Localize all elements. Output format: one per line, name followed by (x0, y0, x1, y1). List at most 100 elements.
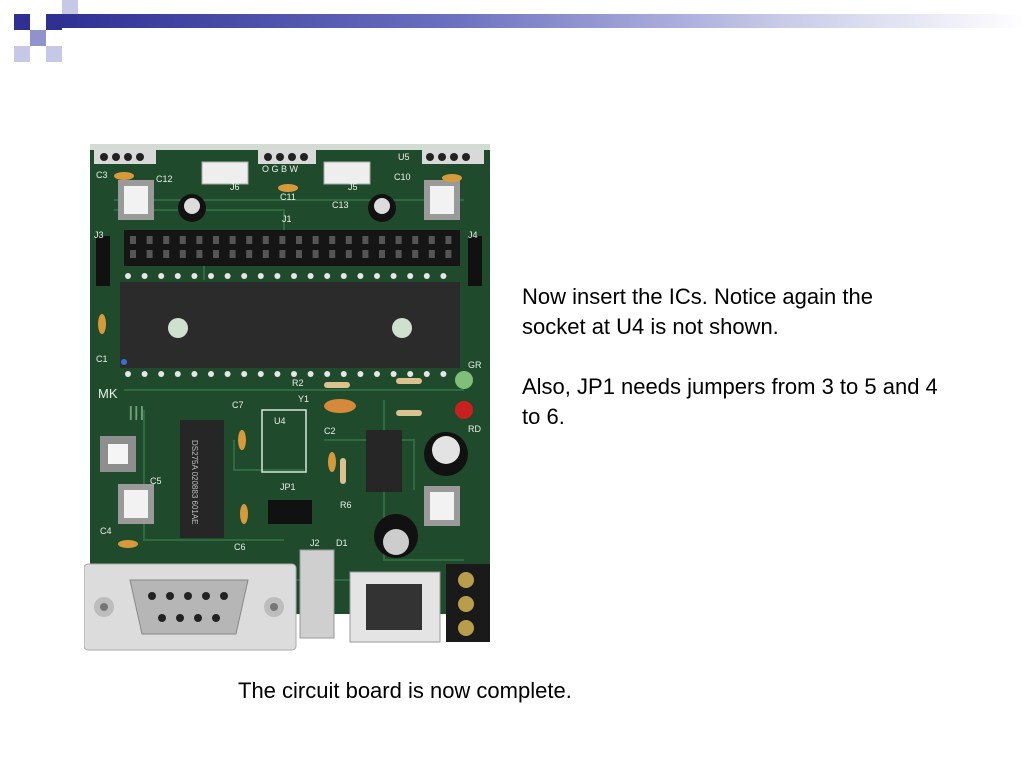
header-decor-square (46, 46, 62, 62)
socket-pin (307, 273, 314, 279)
chip-ds275a-label: DS275A 020883 601AE (190, 440, 199, 525)
electrolytic-capacitor-c12 (178, 194, 206, 222)
label-u4: U4 (274, 416, 286, 426)
db9-connector (83, 563, 297, 651)
label-c3: C3 (96, 170, 108, 180)
pcb-top-edge (90, 144, 490, 150)
socket-pin (324, 371, 331, 377)
label-r6: R6 (340, 500, 352, 510)
socket-pin (191, 273, 198, 279)
chip-marker-right (392, 318, 412, 338)
header-pin (213, 250, 219, 258)
header-pin (146, 250, 153, 258)
slide-text-block: Now insert the ICs. Notice again the soc… (522, 282, 942, 462)
push-button-top-left (118, 180, 154, 220)
pcb-base (90, 144, 490, 614)
header-pin (312, 250, 319, 258)
header-row-j1-pins (130, 236, 452, 258)
ceramic-capacitors (98, 172, 462, 548)
socket-pin (423, 371, 430, 377)
header-pin (163, 236, 170, 244)
label-c1: C1 (96, 354, 108, 364)
socket-pin (423, 273, 430, 279)
header-pin (196, 250, 203, 258)
socket-pin (191, 371, 198, 377)
jumper-jp1 (268, 500, 312, 524)
header-pin (213, 236, 219, 244)
header-pin (312, 236, 319, 244)
label-c5: C5 (150, 476, 162, 486)
header-pin (445, 236, 452, 244)
socket-pin (291, 273, 297, 279)
socket-pin (407, 273, 414, 279)
label-c13: C13 (332, 200, 349, 210)
label-d1: D1 (336, 538, 348, 548)
label-gr: GR (468, 360, 482, 370)
socket-pin (241, 371, 248, 377)
label-j3: J3 (94, 230, 104, 240)
label-j2: J2 (310, 538, 320, 548)
circuit-board-svg: DS275A 020883 601AE C3 C12 C10 U5 J6 (83, 144, 490, 651)
header-decor-square (14, 14, 30, 30)
white-connector-j5 (323, 161, 371, 185)
push-button-top-right (424, 180, 460, 220)
header-pin (296, 236, 302, 244)
header-pin (345, 236, 352, 244)
header-decor-square (14, 46, 30, 62)
label-c10: C10 (394, 172, 411, 182)
header-pin (163, 250, 170, 258)
top-pin-strip-middle (258, 150, 316, 164)
header-pin (246, 250, 253, 258)
socket-pin (158, 273, 165, 279)
push-button-left-lower (118, 484, 154, 524)
header-decor-square (46, 14, 62, 30)
label-j1: J1 (282, 214, 292, 224)
header-gradient-bar (62, 14, 1024, 28)
socket-pin (440, 273, 447, 279)
header-pin (445, 250, 452, 258)
header-pin (412, 250, 419, 258)
header-pin (146, 236, 153, 244)
label-y1: Y1 (298, 394, 309, 404)
socket-pin (257, 371, 264, 377)
electrolytic-capacitor-d1 (374, 514, 418, 558)
socket-pin (407, 371, 414, 377)
led-green (455, 371, 473, 389)
label-ogbw: O G B W (262, 164, 299, 174)
header-pin (412, 236, 419, 244)
label-j4: J4 (468, 230, 478, 240)
label-iii-logo: III (128, 403, 145, 425)
socket-pin (374, 273, 380, 279)
header-pin (379, 250, 385, 258)
label-rd: RD (468, 424, 481, 434)
chip-pin1-dot (121, 359, 127, 365)
socket-pin (208, 371, 214, 377)
header-pin (130, 250, 136, 258)
header-pin (279, 236, 286, 244)
label-r2: R2 (292, 378, 304, 388)
socket-pin (357, 273, 364, 279)
socket-pin (291, 371, 297, 377)
header-pin (296, 250, 302, 258)
header-pin (279, 250, 286, 258)
socket-pin (274, 371, 281, 377)
header-j4 (468, 236, 482, 286)
socket-pin (174, 273, 181, 279)
label-j6: J6 (230, 182, 240, 192)
reset-switch-cap (108, 444, 128, 464)
header-pin (229, 250, 236, 258)
header-pin (395, 250, 402, 258)
top-pin-strip-right (422, 150, 484, 164)
header-pin (379, 236, 385, 244)
socket-pin (357, 371, 364, 377)
electrolytic-capacitor-right (424, 432, 468, 476)
header-pin (179, 236, 186, 244)
socket-pin (257, 273, 264, 279)
socket-pin (224, 371, 231, 377)
crystal-y1 (324, 399, 356, 413)
socket-pin (390, 371, 397, 377)
socket-pin (274, 273, 281, 279)
rj-jack (349, 571, 441, 643)
socket-pin (340, 273, 347, 279)
label-c6: C6 (234, 542, 246, 552)
